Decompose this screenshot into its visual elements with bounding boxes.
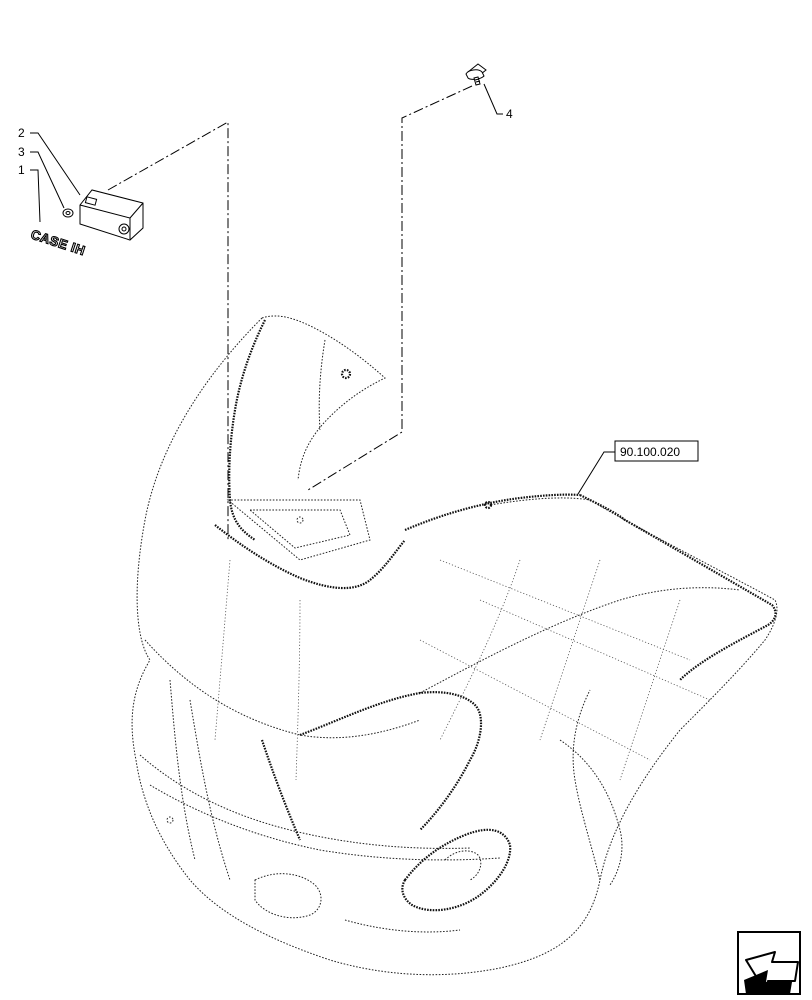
- arrow-icon[interactable]: [737, 931, 801, 995]
- callout-labels: 2 3 1 4: [18, 107, 513, 177]
- callout-3: 3: [18, 145, 25, 159]
- callout-2: 2: [18, 126, 25, 140]
- leader-2: [30, 132, 81, 196]
- logo-text: CASE IH: [29, 227, 87, 259]
- washer-part: [62, 208, 74, 218]
- callout-1: 1: [18, 163, 25, 177]
- case-ih-emblem: CASE IH: [29, 226, 88, 259]
- leader-4: [483, 83, 503, 115]
- hood-assembly: [131, 315, 778, 976]
- screw-part: [465, 63, 487, 86]
- reference-label[interactable]: 90.100.020: [620, 445, 680, 459]
- bracket-part: [79, 189, 144, 241]
- callout-4: 4: [506, 107, 513, 121]
- leader-ref: [577, 451, 615, 495]
- callout-leaders: [30, 83, 615, 495]
- reference-box[interactable]: 90.100.020: [614, 440, 699, 462]
- assembly-lines: [107, 85, 473, 540]
- leader-3: [30, 151, 65, 209]
- leader-1: [30, 169, 41, 223]
